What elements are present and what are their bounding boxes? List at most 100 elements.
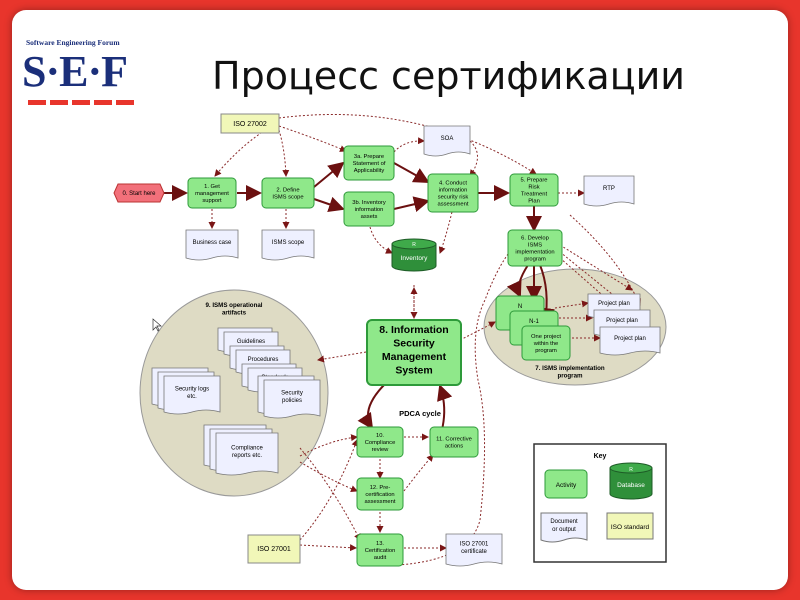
key-title: Key	[594, 453, 607, 460]
compliance-reports-document-line-2: reports etc.	[232, 453, 262, 459]
operational-artifacts-ellipse	[139, 289, 329, 497]
one-project-line-2: within the	[533, 341, 559, 347]
compliance-reports-document-line-1: Compliance	[231, 445, 263, 451]
project-plan-1-line-1: Project plan	[598, 301, 630, 307]
activity-11-corrective-actions-line-2: actions	[445, 444, 463, 450]
activity-11-corrective-actions-line-1: 11. Corrective	[436, 437, 472, 443]
inventory-label: Inventory	[401, 255, 428, 262]
key-database-label: Database	[617, 482, 645, 489]
soa-document: SOA	[423, 125, 471, 157]
iso27002-top-label: ISO 27002	[233, 121, 267, 128]
activity-6-implementation-program-line-3: implementation	[515, 250, 554, 256]
activity-6-implementation-program-line-2: ISMS	[528, 243, 542, 249]
key-document-label-2: or output	[552, 527, 576, 533]
isms-scope-document-line-1: ISMS scope	[272, 240, 305, 246]
activity-3b-inventory-assets-line-2: information	[355, 207, 384, 213]
legend-key: Key Activity R Database Document or outp…	[533, 443, 667, 563]
inventory-database: R Inventory	[391, 238, 437, 272]
key-standard-label: ISO standard	[611, 524, 650, 531]
database-icon-letter: R	[412, 242, 416, 248]
one-project-line-3: program	[535, 348, 557, 354]
activity-3a-prepare-soa-line-2: Statement of	[353, 161, 386, 167]
activity-10-compliance-review-line-3: review	[372, 447, 390, 453]
start-node: 0. Start here	[113, 183, 165, 203]
activity-5-risk-treatment-plan-line-2: Risk	[528, 185, 539, 191]
n1-box-label: N-1	[529, 319, 539, 325]
activity-1-management-support-line-3: support	[202, 198, 222, 204]
isms-text-line-1: 8. Information	[379, 324, 448, 336]
isms-text-line-4: System	[395, 365, 432, 377]
business-case-document: Business case	[185, 229, 239, 261]
project-plan-3: Project plan	[599, 326, 661, 356]
slide-title: Процесс сертификации	[212, 54, 685, 98]
activity-4-risk-assessment-line-1: 4. Conduct	[439, 181, 467, 187]
activity-4-risk-assessment-line-2: information	[439, 188, 468, 194]
iso27002-top-standard: ISO 27002	[220, 113, 280, 134]
soa-document-line-1: SOA	[441, 136, 454, 142]
activity-5-risk-treatment-plan-line-3: Treatment	[521, 192, 548, 198]
activity-3a-prepare-soa-line-1: 3a. Prepare	[354, 154, 384, 160]
ops-title-line-1: 9. ISMS operational	[205, 302, 262, 309]
pdca-label: PDCA cycle	[399, 409, 441, 418]
mouse-cursor-icon	[152, 318, 162, 332]
activity-13-certification-audit-line-2: Certification	[365, 548, 396, 554]
rtp-document: RTP	[583, 175, 635, 207]
guidelines-document-line-1: Guidelines	[237, 339, 265, 345]
logo-tagline: Software Engineering Forum	[26, 38, 120, 47]
procedures-document-line-1: Procedures	[248, 357, 279, 363]
activity-1-management-support-line-2: management	[195, 191, 229, 197]
activity-2-define-scope-line-2: ISMS scope	[272, 195, 303, 201]
activity-5-risk-treatment-plan-line-4: Plan	[528, 199, 540, 205]
activity-6-implementation-program-line-1: 6. Develop	[521, 236, 549, 242]
activity-12-pre-certification-line-3: assessment	[365, 499, 396, 505]
one-project-line-1: One project	[531, 334, 561, 340]
key-activity-label: Activity	[556, 482, 577, 489]
activity-3b-inventory-assets-line-1: 3b. Inventory	[352, 200, 386, 206]
security-policies-document-line-1: Security	[281, 390, 303, 396]
activity-10-compliance-review-line-2: Compliance	[365, 440, 396, 446]
isms-scope-document: ISMS scope	[261, 229, 315, 261]
sef-logo: S·E·F	[22, 47, 128, 96]
security-logs-document-line-1: Security logs	[175, 386, 209, 392]
security-logs-document-line-2: etc.	[187, 394, 197, 400]
activity-13-certification-audit-line-1: 13.	[376, 541, 384, 547]
ops-title-line-2: artifacts	[222, 310, 247, 317]
isms-text-line-3: Management	[382, 351, 447, 363]
logo-bars	[28, 100, 134, 105]
compliance-reports-document: Compliance reports etc.	[203, 424, 279, 476]
activity-4-risk-assessment-line-4: assessment	[438, 202, 469, 208]
business-case-document-line-1: Business case	[193, 240, 232, 246]
activity-1-management-support-line-1: 1. Get	[204, 184, 220, 190]
activity-12-pre-certification-line-2: certification	[365, 492, 394, 498]
activity-3a-prepare-soa-line-3: Applicability	[354, 168, 385, 174]
start-label: 0. Start here	[122, 191, 156, 197]
security-logs-document: Security logs etc.	[151, 367, 221, 415]
activity-13-certification-audit-line-3: audit	[374, 555, 387, 561]
activity-3b-inventory-assets-line-3: assets	[361, 214, 378, 220]
impl-title-line-2: program	[557, 373, 583, 380]
activity-4-risk-assessment-line-3: security risk	[438, 195, 469, 201]
activity-10-compliance-review-line-1: 10.	[376, 433, 384, 439]
iso27001-left-standard: ISO 27001	[247, 534, 301, 564]
iso27001-certificate-document-line-2: certificate	[461, 549, 487, 555]
activity-2-define-scope-line-1: 2. Define	[276, 188, 299, 194]
impl-title-line-1: 7. ISMS implementation	[535, 365, 605, 372]
